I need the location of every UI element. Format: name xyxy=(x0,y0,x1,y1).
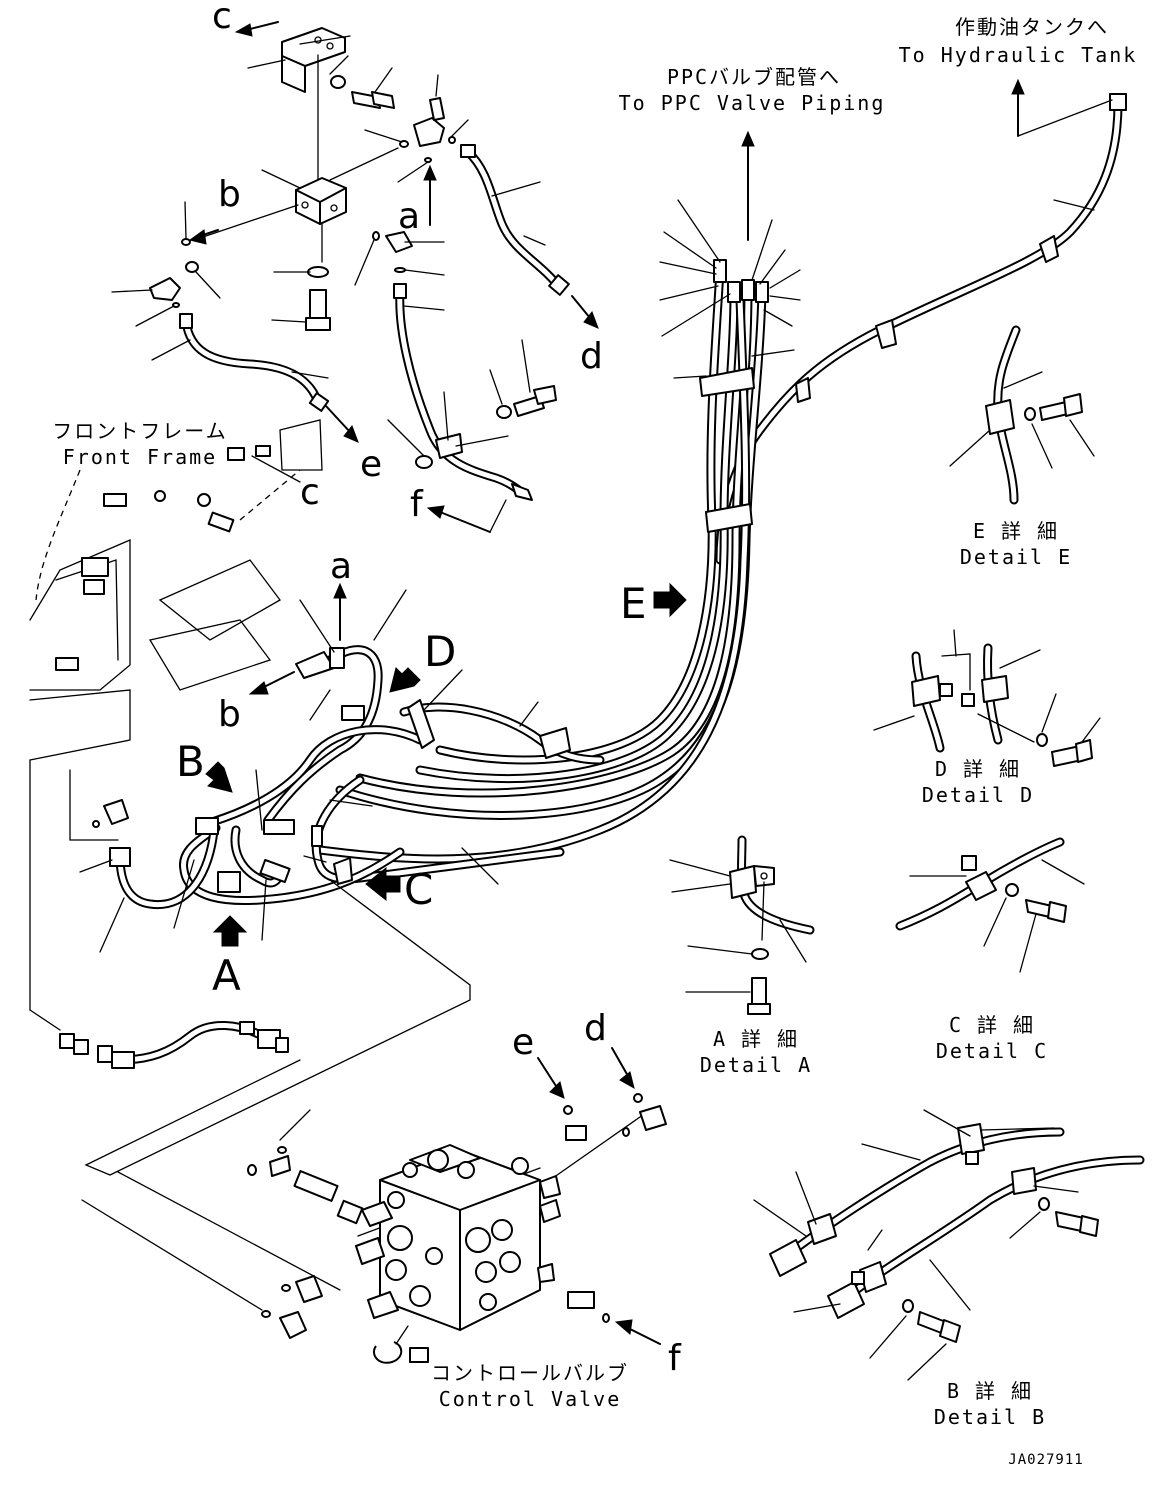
detail-a-view xyxy=(669,835,815,1015)
hose-to-e xyxy=(151,313,330,412)
detail-b-en: Detail B xyxy=(934,1405,1046,1429)
ppc-label-en: To PPC Valve Piping xyxy=(619,91,886,115)
view-arrow-a xyxy=(212,915,248,947)
text-labels: 作動油タンクへ To Hydraulic Tank PPCバルブ配管へ To P… xyxy=(52,0,1138,1468)
ppc-label-jp: PPCバルブ配管へ xyxy=(667,65,841,89)
detail-c-en: Detail C xyxy=(936,1039,1048,1063)
detail-c-jp: C 詳 細 xyxy=(949,1013,1035,1037)
view-letter-d: D xyxy=(424,627,456,676)
detail-e-jp: E 詳 細 xyxy=(973,519,1059,543)
conn-letter-a-main: a xyxy=(330,546,352,587)
view-letter-b: B xyxy=(176,737,205,786)
drawing-code: JA027911 xyxy=(1008,1452,1083,1468)
detail-b-jp: B 詳 細 xyxy=(947,1379,1033,1403)
conn-letter-c-top: c xyxy=(212,0,232,37)
junction-block-assembly xyxy=(111,27,469,331)
view-letter-c: C xyxy=(404,865,433,914)
view-letter-e: E xyxy=(620,579,647,628)
detail-a-jp: A 詳 細 xyxy=(713,1027,799,1051)
front-frame-label-jp: フロントフレーム xyxy=(52,419,227,443)
conn-letter-d-top: d xyxy=(580,336,603,377)
control-valve xyxy=(247,1047,667,1364)
control-valve-label-jp: コントロールバルブ xyxy=(431,1361,629,1385)
lower-return-hose xyxy=(59,1020,289,1069)
routing-outline xyxy=(29,759,651,1311)
detail-a-en: Detail A xyxy=(700,1053,812,1077)
detail-c-view xyxy=(895,837,1085,973)
conn-letter-e-top: e xyxy=(360,444,382,485)
view-arrow-d xyxy=(389,667,421,693)
front-frame-label-en: Front Frame xyxy=(63,445,217,469)
hose-to-f xyxy=(387,283,557,501)
conn-letter-c-frame: c xyxy=(300,472,320,513)
hose-to-d xyxy=(460,144,570,296)
conn-letter-b-top: b xyxy=(218,174,241,215)
hydraulic-tank-label-en: To Hydraulic Tank xyxy=(899,43,1138,67)
hydraulic-tank-label-jp: 作動油タンクへ xyxy=(955,15,1109,39)
conn-letter-f-top: f xyxy=(410,484,424,525)
conn-letter-a-top: a xyxy=(398,196,420,237)
conn-letter-b-main: b xyxy=(218,694,241,735)
view-arrow-c xyxy=(365,866,401,902)
detail-e-en: Detail E xyxy=(960,545,1072,569)
view-arrow-e xyxy=(653,582,687,618)
main-hose-harness xyxy=(79,93,1127,953)
conn-letter-e-valve: e xyxy=(512,1022,534,1063)
view-letter-a: A xyxy=(212,951,241,1000)
connection-arrows-main xyxy=(248,78,1113,695)
front-frame-sketch xyxy=(29,419,323,761)
conn-letter-f-valve: f xyxy=(668,1338,682,1379)
conn-letter-d-valve: d xyxy=(584,1008,607,1049)
detail-b-view xyxy=(753,1109,1145,1381)
detail-d-jp: D 詳 細 xyxy=(935,757,1021,781)
detail-d-view xyxy=(873,629,1101,767)
view-arrow-b xyxy=(205,761,233,793)
detail-d-en: Detail D xyxy=(922,783,1034,807)
connection-arrows-top xyxy=(188,21,599,533)
detail-e-view xyxy=(949,325,1095,505)
control-valve-label-en: Control Valve xyxy=(439,1387,622,1411)
